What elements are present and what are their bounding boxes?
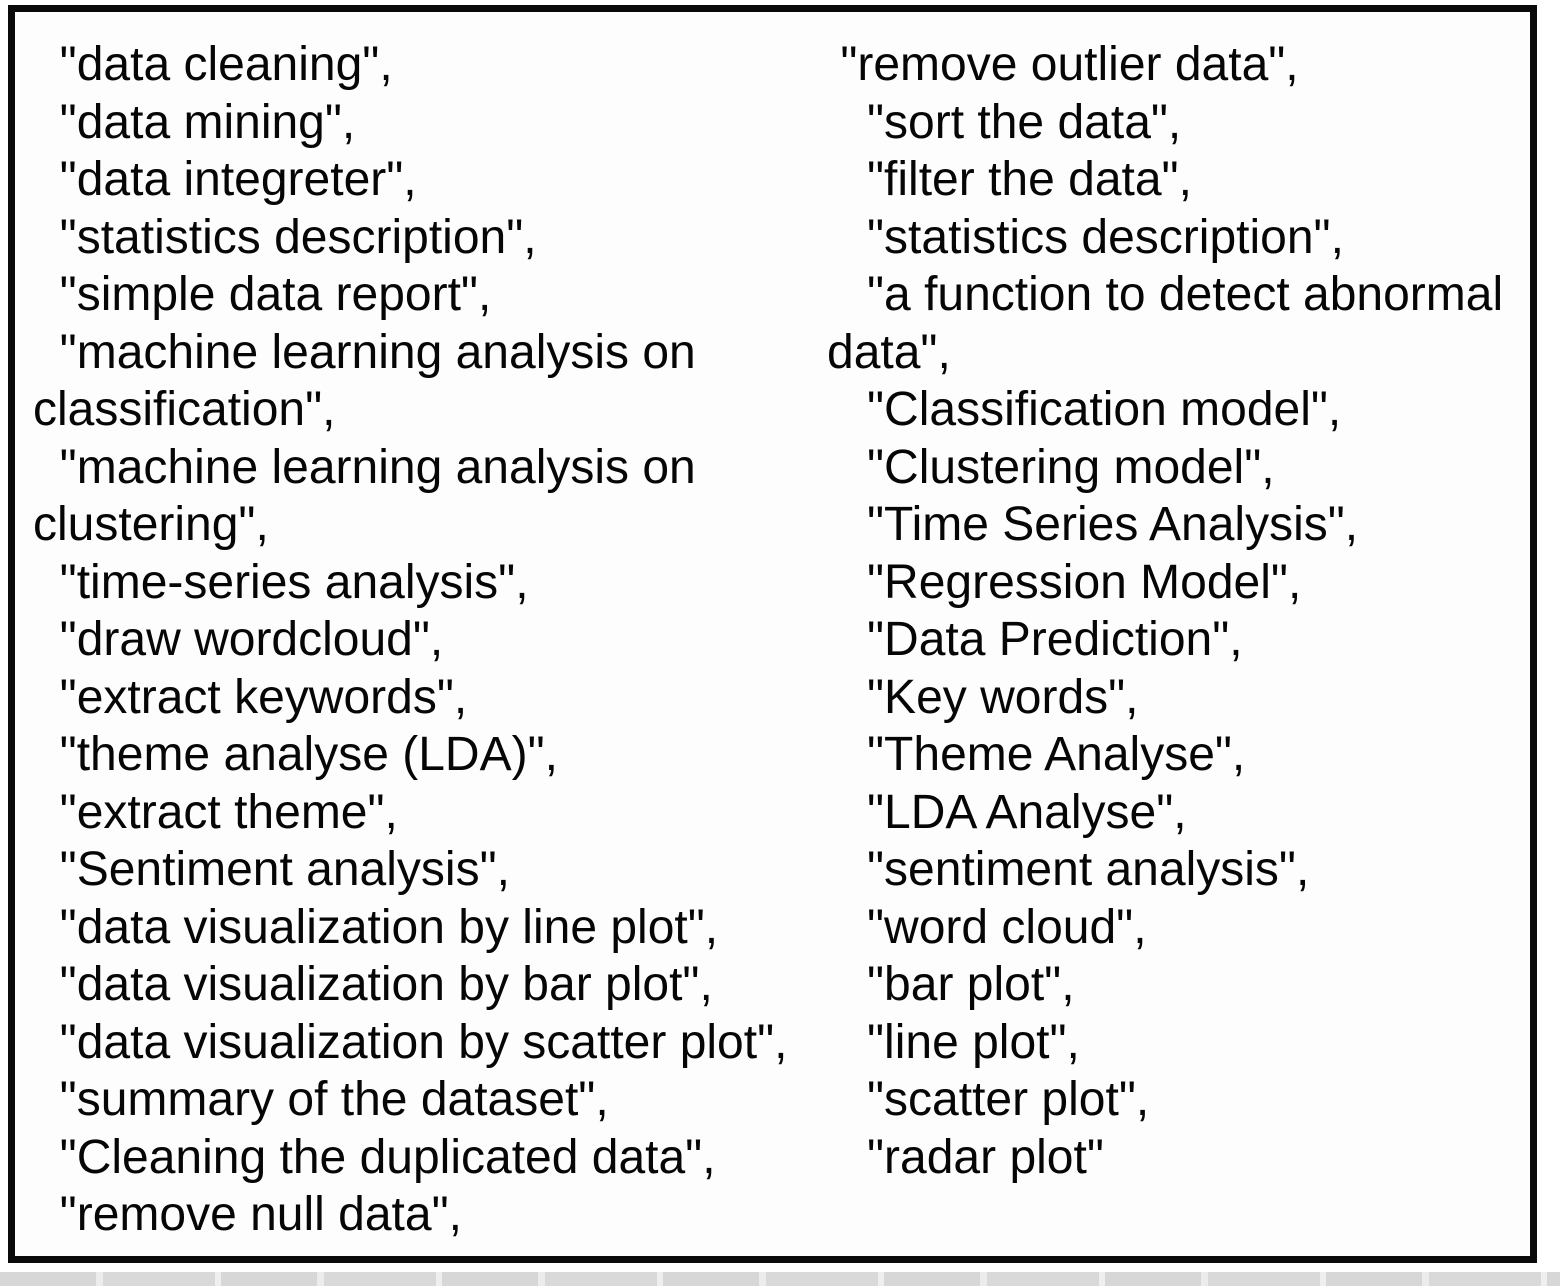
task-list-right-column: "remove outlier data", "sort the data", … [827, 38, 1504, 1184]
bottom-edge-strip [0, 1272, 1560, 1286]
task-list-left-column: "data cleaning", "data mining", "data in… [33, 38, 788, 1241]
string-list-panel: "data cleaning", "data mining", "data in… [8, 5, 1537, 1263]
